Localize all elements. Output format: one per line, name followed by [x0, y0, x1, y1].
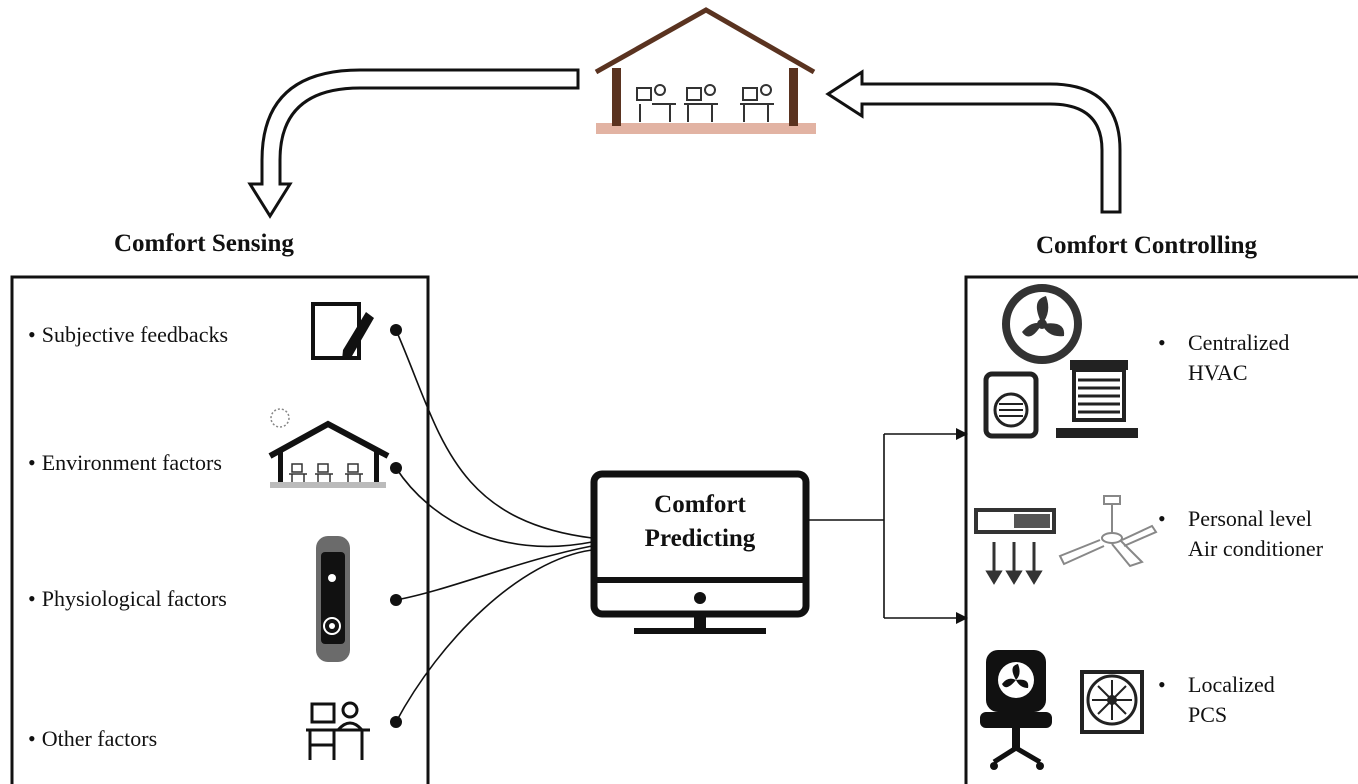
heated-chair-icon — [980, 650, 1052, 770]
sensing-item-environment: •Environment factors — [28, 450, 222, 475]
output-connectors — [808, 433, 958, 619]
pen-paper-icon — [311, 302, 374, 360]
control-item-line1: Centralized — [1188, 330, 1290, 355]
control-item-line1: Localized — [1188, 672, 1275, 697]
radiator-icon — [1056, 360, 1138, 438]
ceiling-fan-icon — [1058, 495, 1158, 568]
connector-dots — [390, 324, 402, 728]
sensing-box — [10, 275, 430, 784]
control-item-personal: • Personal level Air conditioner — [1158, 504, 1324, 564]
sensing-item-other: •Other factors — [28, 726, 158, 751]
predicting-label: Comfort Predicting — [604, 488, 796, 556]
control-item-line2: PCS — [1188, 702, 1228, 727]
sensing-item-subjective: •Subjective feedbacks — [28, 322, 229, 347]
desk-worker-icon — [636, 84, 774, 122]
sensing-item-label: Other factors — [41, 726, 158, 751]
control-item-line2: Air conditioner — [1188, 536, 1324, 561]
desk-fan-icon — [1080, 670, 1144, 734]
desk-worker-icon — [306, 701, 370, 760]
control-item-line2: HVAC — [1188, 360, 1248, 385]
house-illustration — [594, 7, 816, 134]
sensing-item-label: Physiological factors — [41, 586, 227, 611]
heater-icon — [983, 371, 1039, 439]
sensing-connectors — [395, 329, 593, 723]
smart-band-icon — [316, 536, 350, 662]
predicting-line1: Comfort — [654, 491, 746, 518]
air-conditioner-icon — [974, 508, 1056, 585]
monitor-icon — [590, 470, 810, 634]
control-item-centralized: • Centralized HVAC — [1158, 328, 1290, 388]
predicting-line2: Predicting — [644, 525, 756, 552]
wall-fan-icon — [1002, 284, 1082, 364]
controlling-box — [964, 275, 1358, 784]
feedback-arrow-right — [825, 69, 1122, 214]
sensing-item-physiological: •Physiological factors — [28, 586, 227, 611]
control-item-line1: Personal level — [1188, 506, 1313, 531]
sensing-item-label: Subjective feedbacks — [41, 322, 229, 347]
feedback-arrow-left — [247, 68, 580, 219]
control-item-localized: • Localized PCS — [1158, 670, 1275, 730]
controlling-title: Comfort Controlling — [1036, 232, 1258, 259]
sensing-item-label: Environment factors — [41, 450, 222, 475]
sensing-title: Comfort Sensing — [114, 230, 294, 257]
output-arrowheads — [956, 428, 968, 624]
office-building-icon — [268, 408, 390, 488]
